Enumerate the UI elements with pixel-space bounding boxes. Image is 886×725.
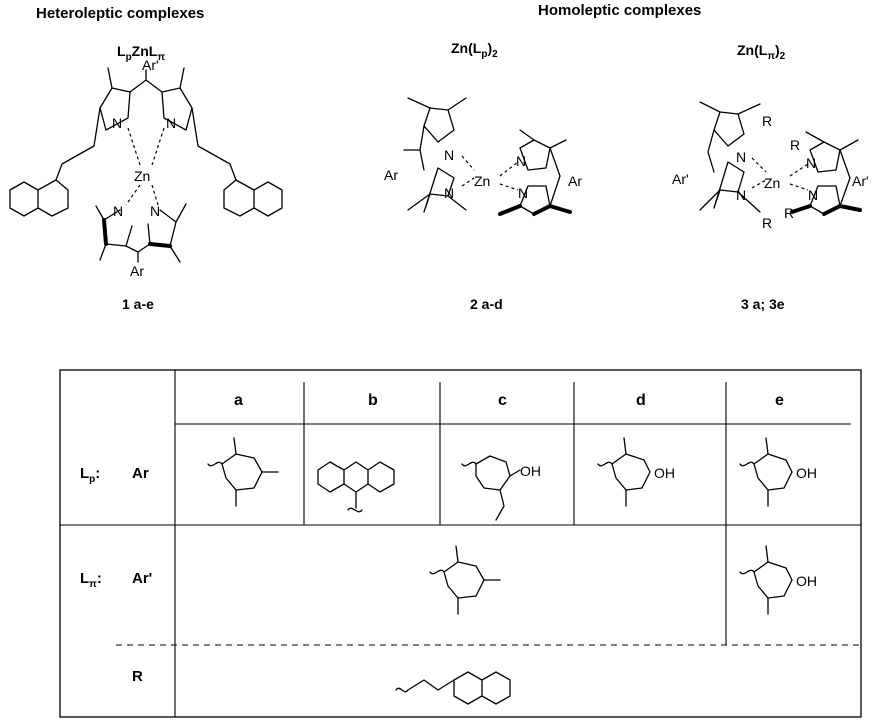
mesityl-icon-shared [429,545,501,615]
row-label-lp: Lp: [80,465,101,485]
svg-text:R: R [762,215,772,231]
structure-homoleptic-p-icon: N N Zn N N Ar Ar [384,97,582,216]
formula-homoleptic-pi: Zn(Lπ)2 [737,42,786,62]
column-header-c: c [498,392,507,409]
svg-text:Zn: Zn [764,175,780,191]
compound-label-1: 1 a-e [122,296,154,312]
formula-homoleptic-p: Zn(Lp)2 [451,40,498,60]
anthracenyl-icon-b [317,461,395,513]
svg-text:N: N [112,115,122,131]
svg-text:N: N [806,155,816,171]
svg-text:N: N [516,153,526,169]
svg-text:N: N [736,149,746,165]
svg-text:Ar': Ar' [142,57,159,73]
naphthylvinyl-icon [395,671,511,705]
svg-text:N: N [166,115,176,131]
structure-homoleptic-pi-icon: N N Zn N N Ar' Ar' R R R R [672,101,869,231]
homoleptic-header: Homoleptic complexes [538,2,702,19]
compound-label-3: 3 a; 3e [741,296,785,312]
column-header-a: a [234,392,243,409]
column-header-b: b [368,392,378,409]
formula-heteroleptic: LpZnLπ [117,43,165,63]
svg-text:N: N [113,203,123,219]
heteroleptic-header: Heteroleptic complexes [36,5,205,22]
dimethylphenol-icon-d: OH [597,437,675,507]
svg-text:OH: OH [796,573,817,589]
row-label-lpi: Lπ: [80,570,102,590]
svg-text:R: R [762,113,772,129]
column-header-e: e [775,392,784,409]
svg-text:N: N [808,187,818,203]
mesityl-icon-a [207,437,279,507]
svg-text:N: N [518,185,528,201]
svg-text:N: N [736,187,746,203]
row-group-ar: Ar [132,465,149,482]
svg-text:Ar: Ar [130,263,144,279]
column-header-d: d [636,392,646,409]
svg-text:R: R [790,137,800,153]
svg-text:Zn: Zn [134,168,150,184]
svg-text:Ar: Ar [568,173,582,189]
svg-text:Zn: Zn [474,173,490,189]
methoxyphenol-icon-c: OH [461,455,541,521]
substituent-table: OH OH OH OH [59,369,862,718]
svg-text:N: N [150,203,160,219]
svg-text:Ar': Ar' [852,173,869,189]
dimethylphenol-icon-pi-e: OH [739,545,817,615]
structure-heteroleptic-icon: N N Zn N N Ar' Ar [9,57,283,279]
compound-label-2: 2 a-d [470,296,503,312]
svg-text:R: R [784,205,794,221]
row-group-ar-prime: Ar' [132,570,153,587]
svg-text:N: N [444,185,454,201]
svg-text:N: N [444,147,454,163]
svg-text:Ar': Ar' [672,171,689,187]
svg-text:OH: OH [520,463,541,479]
svg-text:Ar: Ar [384,167,398,183]
dimethylphenol-icon-e: OH [739,437,817,507]
svg-text:OH: OH [654,465,675,481]
row-group-r: R [132,668,143,685]
svg-text:OH: OH [796,465,817,481]
